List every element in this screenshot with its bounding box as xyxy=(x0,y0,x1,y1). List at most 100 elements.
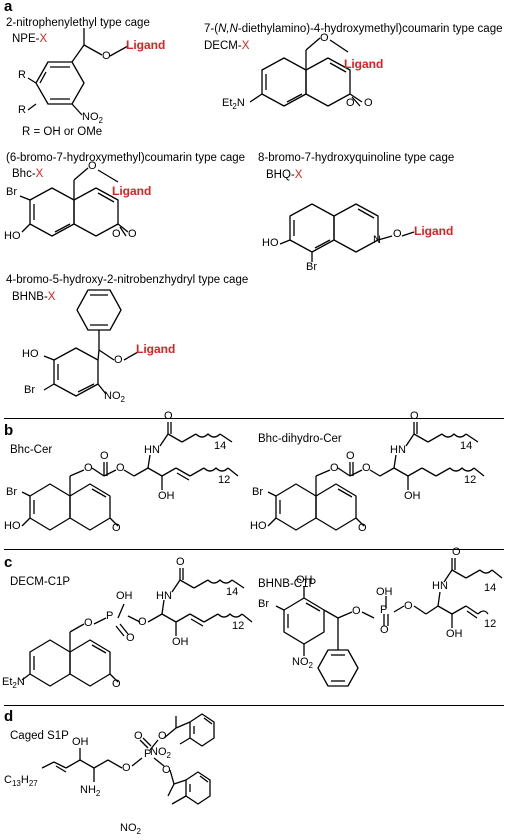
decm-code: DECM-X xyxy=(204,40,250,52)
caged-s1p-structure xyxy=(41,713,215,805)
bhc-dihydro-hn: HN xyxy=(390,444,406,456)
caged-s1p-p: P xyxy=(144,748,152,760)
bhq-ho: HO xyxy=(262,237,279,249)
decm-c1p-o2: O xyxy=(138,616,147,628)
decm-c1p-label: DECM-C1P xyxy=(10,576,71,588)
caged-s1p-c13h27: C13H27 xyxy=(4,774,38,788)
bhnb-structure xyxy=(43,289,139,397)
decm-c1p-hn: HN xyxy=(156,590,172,602)
bhc-dihydro-br: Br xyxy=(252,486,263,498)
bhnb-ho: HO xyxy=(22,348,39,360)
bhc-structure xyxy=(19,167,129,237)
bhc-caption: (6-bromo-7-hydroxymethyl)coumarin type c… xyxy=(6,152,246,164)
panel-label-a: a xyxy=(4,0,13,15)
bhnb-c1p-o2: O xyxy=(404,600,413,612)
npe-note: R = OH or OMe xyxy=(22,126,103,138)
bhnb-c1p-no2: NO2 xyxy=(292,656,313,670)
bhq-o: O xyxy=(393,228,402,240)
decm-c1p-po: O xyxy=(126,632,135,644)
bhc-cer-o1: O xyxy=(84,462,93,474)
bhnb-c1p-label: BHNB-C1P xyxy=(258,578,317,590)
bhq-ligand: Ligand xyxy=(414,224,454,238)
caged-s1p-label: Caged S1P xyxy=(10,730,69,742)
bhnb-br: Br xyxy=(24,384,35,396)
bhc-cer-label: Bhc-Cer xyxy=(10,444,53,456)
decm-c1p-p: P xyxy=(106,610,114,622)
bhc-code: Bhc-X xyxy=(12,168,44,180)
decm-c1p-carbonyl-o: O xyxy=(112,678,121,690)
bhc-ring-o: O xyxy=(112,228,121,240)
bhq-code: BHQ-X xyxy=(266,169,303,181)
panel-label-d: d xyxy=(4,708,14,725)
bhc-dihydro-ho: HO xyxy=(250,520,267,532)
bhq-br: Br xyxy=(306,261,317,273)
bhq-n: N xyxy=(373,234,381,246)
decm-c1p-oh: OH xyxy=(116,590,133,602)
caged-s1p-nh2: NH2 xyxy=(80,784,101,798)
bhnb-c1p-o1: O xyxy=(352,605,361,617)
bhc-br: Br xyxy=(6,186,17,198)
panel-label-b: b xyxy=(4,422,14,439)
bhc-dihydro-amide-o: O xyxy=(410,410,419,422)
caged-s1p-po: O xyxy=(134,730,143,742)
bhc-dihydro-o3: O xyxy=(362,462,371,474)
bhq-structure xyxy=(279,203,415,262)
npe-r2: R xyxy=(18,104,26,116)
divider-ab xyxy=(4,418,504,419)
bhnb-code: BHNB-X xyxy=(12,291,56,303)
decm-o: O xyxy=(320,32,329,44)
decm-c1p-o1: O xyxy=(84,617,93,629)
npe-ligand: Ligand xyxy=(126,38,166,52)
bhc-dihydro-cer-label: Bhc-dihydro-Cer xyxy=(258,433,342,445)
caged-s1p-oh: OH xyxy=(72,736,89,748)
divider-cd xyxy=(4,705,504,706)
decm-ligand: Ligand xyxy=(344,57,384,71)
bhc-cer-o3: O xyxy=(116,462,125,474)
bhnb-c1p-br: Br xyxy=(258,598,269,610)
bhnb-c1p-po: O xyxy=(380,624,389,636)
bhnb-c1p-hn: HN xyxy=(432,580,448,592)
caged-s1p-no2-1: NO2 xyxy=(150,746,171,760)
bhc-dihydro-o2: O xyxy=(346,450,355,462)
npe-caption: 2-nitrophenylethyl type cage xyxy=(6,17,150,29)
bhc-cer-n14: 14 xyxy=(214,440,227,452)
bhnb-o: O xyxy=(114,354,123,366)
bhc-carbonyl-o: O xyxy=(128,228,137,240)
npe-no2: NO2 xyxy=(82,111,103,125)
decm-carbonyl-o: O xyxy=(364,97,373,109)
bhnb-caption: 4-bromo-5-hydroxy-2-nitrobenzhydryl type… xyxy=(6,274,249,286)
npe-structure xyxy=(27,28,129,116)
decm-caption: 7-(N,N-diethylamino)-4-hydroxymethyl)cou… xyxy=(204,23,503,35)
bhnb-c1p-structure xyxy=(275,558,503,687)
bhc-cer-amide-o: O xyxy=(164,410,173,422)
caged-s1p-o2: O xyxy=(158,730,167,742)
bhc-dihydro-cer-structure xyxy=(267,422,485,531)
divider-bc xyxy=(4,549,504,550)
bhnb-c1p-n14: 14 xyxy=(484,582,497,594)
decm-structure xyxy=(249,37,363,107)
bhnb-c1p-p-oh: OH xyxy=(376,586,393,598)
npe-code: NPE-X xyxy=(12,33,48,45)
bhnb-no2: NO2 xyxy=(104,390,125,404)
bhc-cer-br: Br xyxy=(6,486,17,498)
bhnb-c1p-oh: OH xyxy=(296,574,313,586)
npe-o: O xyxy=(102,50,111,62)
decm-c1p-n14: 14 xyxy=(226,586,239,598)
caged-s1p-o3: O xyxy=(162,764,171,776)
bhnb-c1p-amide-o: O xyxy=(452,546,461,558)
bhc-ligand: Ligand xyxy=(112,184,152,198)
bhc-dihydro-oh: OH xyxy=(404,490,421,502)
bhnb-c1p-oh2: OH xyxy=(446,628,463,640)
bhc-cer-ho: HO xyxy=(4,520,21,532)
caged-s1p-no2-2: NO2 xyxy=(120,822,141,836)
bhc-cer-structure xyxy=(21,422,239,531)
bhc-dihydro-n12: 12 xyxy=(464,474,477,486)
panel-label-c: c xyxy=(4,554,13,571)
bhnb-ligand: Ligand xyxy=(136,342,176,356)
bhc-dihydro-n14: 14 xyxy=(460,440,473,452)
decm-c1p-amide-o: O xyxy=(176,556,185,568)
bhc-dihydro-ring-o: O xyxy=(358,522,367,534)
bhc-dihydro-o1: O xyxy=(330,462,339,474)
bhc-cer-hn: HN xyxy=(144,444,160,456)
